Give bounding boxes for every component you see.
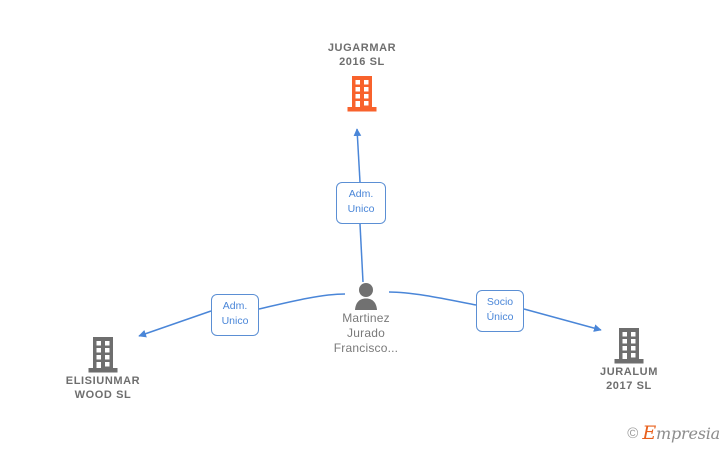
building-icon-wrap (549, 324, 709, 366)
building-icon-wrap (23, 333, 183, 375)
relation-chip-socio-unico-juralum[interactable]: Socio Único (476, 290, 524, 332)
person-icon (355, 283, 377, 310)
node-label-person: Martinez Jurado Francisco... (333, 311, 399, 355)
node-company-elisiunmar[interactable]: ELISIUNMAR WOOD SL (23, 333, 183, 403)
empresia-logo: Empresia (642, 422, 720, 444)
node-label-jugarmar: JUGARMAR 2016 SL (327, 42, 397, 68)
building-icon (614, 327, 644, 363)
empresia-watermark: © Empresia (627, 422, 720, 444)
node-label-elisiunmar: ELISIUNMAR WOOD SL (65, 375, 141, 401)
building-icon (347, 76, 377, 112)
empresia-logo-rest: mpresia (656, 424, 720, 443)
copyright-icon: © (627, 424, 639, 442)
empresia-logo-initial: E (642, 422, 656, 444)
person-icon-wrap (286, 281, 446, 311)
building-icon-wrap (282, 73, 442, 115)
node-company-jugarmar[interactable]: JUGARMAR 2016 SL (282, 42, 442, 115)
node-label-juralum: JURALUM 2017 SL (600, 366, 658, 392)
relation-chip-adm-unico-elisiunmar[interactable]: Adm. Unico (211, 294, 259, 336)
node-person-martinez-jurado[interactable]: Martinez Jurado Francisco... (286, 281, 446, 356)
building-icon (88, 336, 118, 372)
relation-chip-adm-unico-jugarmar[interactable]: Adm. Unico (336, 182, 386, 224)
node-company-juralum[interactable]: JURALUM 2017 SL (549, 324, 709, 394)
